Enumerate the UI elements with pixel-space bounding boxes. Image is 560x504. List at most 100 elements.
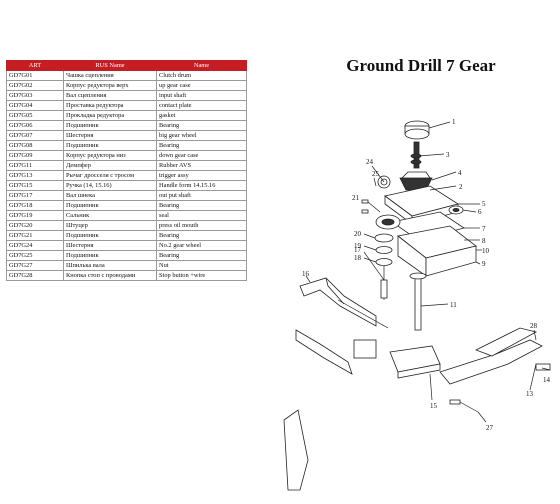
cell-rus-name: Корпус редуктора низ [63,150,157,161]
cell-art: GD7G18 [6,200,64,211]
bearing-stack-left [374,233,394,300]
cell-rus-name: Шестерня [63,240,157,251]
cell-art: GD7G06 [6,120,64,131]
cell-name: down gear case [156,150,247,161]
cell-art: GD7G03 [6,90,64,101]
lower-gear-case-part [397,225,477,277]
cell-name: press oil mouth [156,220,247,231]
table-header-row: ART RUS Name Name [6,60,247,71]
cell-rus-name: Шпилька вала [63,260,157,271]
auger-tube-part [283,409,309,491]
cell-name: Stop button +wire [156,270,247,281]
cell-art: GD7G15 [6,180,64,191]
cell-art: GD7G20 [6,220,64,231]
callout-8: 8 [482,237,486,245]
cell-name: gasket [156,110,247,121]
cell-rus-name: Шестерня [63,130,157,141]
callout-2: 2 [459,183,463,191]
callout-4: 4 [458,169,462,177]
small-parts-21 [361,199,381,214]
callout-28: 28 [530,322,538,330]
cell-art: GD7G13 [6,170,64,181]
cell-art: GD7G19 [6,210,64,221]
cell-art: GD7G21 [6,230,64,241]
cell-name: Bearing [156,230,247,241]
output-shaft-part [409,272,427,331]
diagram-title: Ground Drill 7 Gear [346,56,496,75]
cell-name: big gear wheel [156,130,247,141]
left-handle-part [295,277,389,375]
cell-name: input shaft [156,90,247,101]
cell-art: GD7G02 [6,80,64,91]
callout-9: 9 [482,260,486,268]
header-art: ART [6,60,64,71]
cell-art: GD7G17 [6,190,64,201]
callout-3: 3 [446,151,450,159]
cell-rus-name: Вал сцепления [63,90,157,101]
input-shaft-part [410,141,422,169]
cell-name: Nut [156,260,247,271]
callout-24: 24 [366,158,374,166]
cell-rus-name: Проставка редуктора [63,100,157,111]
clutch-drum-part [404,120,430,140]
callout-17: 17 [354,246,362,254]
cell-rus-name: Штуцер [63,220,157,231]
callout-13: 13 [526,390,534,398]
cell-rus-name: Кнопка стоп с проводами [63,270,157,281]
cell-art: GD7G08 [6,140,64,151]
cell-name: Rubber AVS [156,160,247,171]
cell-name: Bearing [156,200,247,211]
bearing-part-6 [448,205,464,215]
cell-art: GD7G05 [6,110,64,121]
callout-25: 25 [372,170,380,178]
cell-art: GD7G09 [6,150,64,161]
cell-rus-name: Прокладка редуктора [63,110,157,121]
cell-rus-name: Чашка сцепления [63,70,157,81]
cell-rus-name: Демпфер [63,160,157,171]
callout-19: 19 [354,242,362,250]
cell-rus-name: Подшипник [63,140,157,151]
cell-name: Clutch drum [156,70,247,81]
cell-rus-name: Ручка (14, 15.16) [63,180,157,191]
cell-name: up gear case [156,80,247,91]
cell-rus-name: Сальник [63,210,157,221]
cell-name: No.2 gear wheel [156,240,247,251]
callout-labels: 1 2 3 4 5 6 7 8 9 10 11 13 14 15 16 17 1… [302,118,551,432]
cell-art: GD7G28 [6,270,64,281]
cell-name: contact plate [156,100,247,111]
cell-name: out put shaft [156,190,247,201]
callout-16: 16 [302,270,310,278]
cell-rus-name: Подшипник [63,120,157,131]
cell-name: Bearing [156,140,247,151]
callout-20: 20 [354,230,362,238]
cell-rus-name: Подшипник [63,250,157,261]
cell-name: seal [156,210,247,221]
callout-7: 7 [482,225,486,233]
callout-27: 27 [486,424,494,432]
callout-14: 14 [543,376,551,384]
cell-rus-name: Вал шнека [63,190,157,201]
cell-art: GD7G01 [6,70,64,81]
header-name: Name [156,60,247,71]
cell-art: GD7G11 [6,160,64,171]
cell-art: GD7G07 [6,130,64,141]
exploded-parts-diagram: 1 2 3 4 5 6 7 8 9 10 11 13 14 15 16 17 1… [283,118,551,491]
cell-art: GD7G25 [6,250,64,261]
callout-5: 5 [482,200,486,208]
cell-rus-name: Подшипник [63,200,157,211]
